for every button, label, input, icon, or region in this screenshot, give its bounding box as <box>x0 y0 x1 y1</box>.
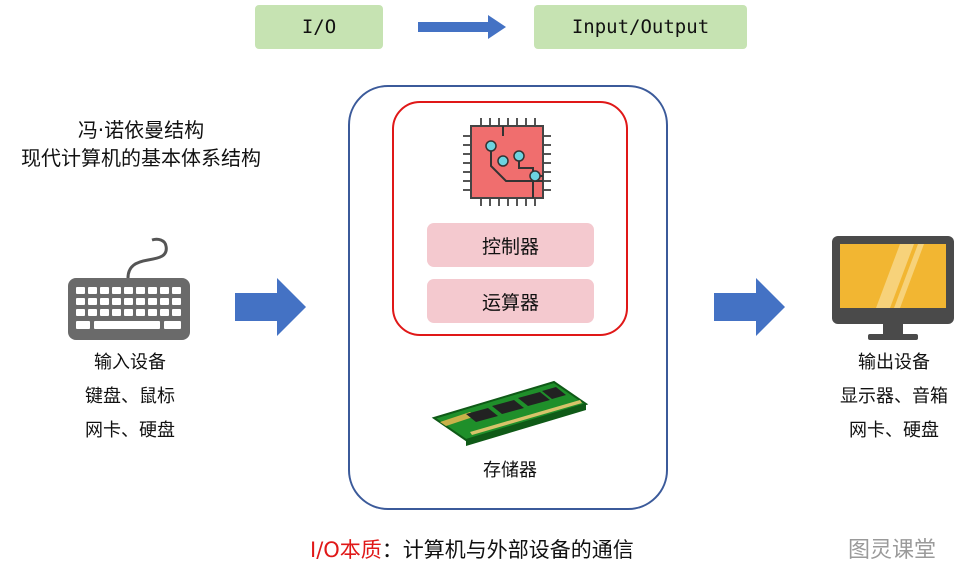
architecture-title: 冯·诺依曼结构 现代计算机的基本体系结构 <box>0 116 282 172</box>
computer-box <box>348 85 668 510</box>
output-line3: 网卡、硬盘 <box>849 420 939 441</box>
control-unit: 控制器 <box>427 223 594 267</box>
output-arrow-icon <box>714 278 785 336</box>
keyboard-icon <box>68 237 190 340</box>
alu-label: 运算器 <box>481 291 539 314</box>
input-line2: 键盘、鼠标 <box>85 386 175 407</box>
control-label: 控制器 <box>481 235 539 258</box>
memory-label: 存储器 <box>483 460 537 481</box>
cpu-chip-icon <box>463 118 551 206</box>
io-essence-caption: I/O本质：计算机与外部设备的通信 <box>310 534 634 564</box>
output-line2: 显示器、音箱 <box>840 386 948 407</box>
io-full-tag: Input/Output <box>534 5 747 49</box>
alu-unit: 运算器 <box>427 279 594 323</box>
io-full-label: Input/Output <box>571 16 710 38</box>
top-arrow-icon <box>418 15 506 39</box>
input-devices-text: 输入设备 键盘、鼠标 网卡、硬盘 <box>58 346 202 448</box>
monitor-icon <box>832 236 954 340</box>
io-essence-text: ：计算机与外部设备的通信 <box>381 538 634 562</box>
title-line1: 冯·诺依曼结构 <box>77 118 205 142</box>
io-essence-highlight: I/O本质 <box>310 538 382 562</box>
input-line1: 输入设备 <box>94 352 166 373</box>
input-arrow-icon <box>235 278 306 336</box>
io-tag: I/O <box>255 5 383 49</box>
cpu-box <box>392 101 628 336</box>
input-line3: 网卡、硬盘 <box>85 420 175 441</box>
io-label: I/O <box>301 16 337 38</box>
title-line2: 现代计算机的基本体系结构 <box>21 146 261 170</box>
output-line1: 输出设备 <box>858 352 930 373</box>
output-devices-text: 输出设备 显示器、音箱 网卡、硬盘 <box>824 346 964 448</box>
memory-stick-icon <box>431 380 589 446</box>
watermark: 图灵课堂 <box>848 538 937 563</box>
